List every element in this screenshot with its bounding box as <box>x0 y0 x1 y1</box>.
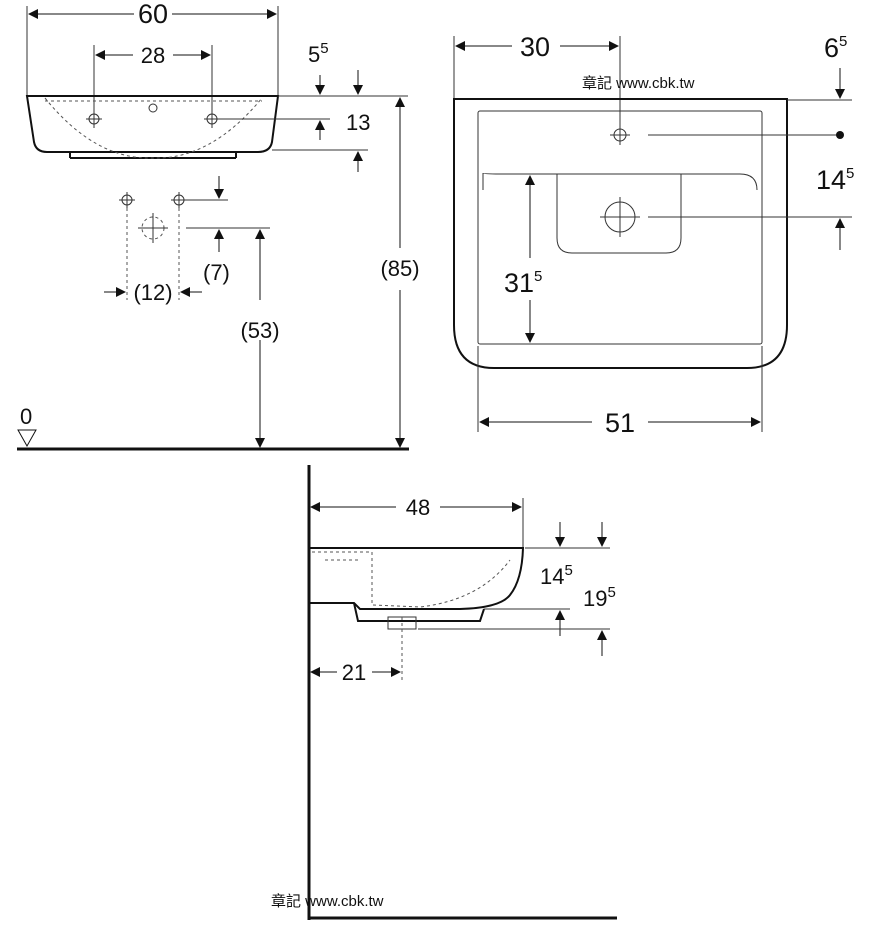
supply-left-icon <box>119 192 135 208</box>
dim-drain-to-wall: 21 <box>342 660 366 685</box>
waste-outlet-icon <box>138 213 168 243</box>
dim-tap-hole-depth: 13 <box>346 110 370 135</box>
side-view: 48 145 195 21 章記 www.cbk.tw <box>271 465 617 920</box>
watermark-bottom: 章記 www.cbk.tw <box>271 892 384 910</box>
dim-bowl-depth: 315 <box>504 268 542 298</box>
plan-tap-hole-icon <box>610 125 630 145</box>
dim-overall-width: 60 <box>138 0 168 29</box>
plan-view: 30 章記 www.cbk.tw 65 <box>453 32 854 438</box>
front-view: 60 28 55 <box>17 0 420 451</box>
dim-rim-offset: 65 <box>824 33 847 63</box>
dim-projection: 48 <box>406 495 430 520</box>
tap-hole-left-icon <box>86 111 102 127</box>
supply-right-icon <box>171 192 187 208</box>
floor-level-label: 0 <box>20 404 32 429</box>
dim-bowl-height: 145 <box>540 562 573 589</box>
dim-drain-offset: 145 <box>816 165 854 195</box>
dim-inner-width: 51 <box>605 408 635 438</box>
dim-total-height: 195 <box>583 584 616 611</box>
dim-supply-height: (53) <box>240 318 279 343</box>
dim-tap-hole-spacing: 28 <box>141 43 165 68</box>
floor-level-icon <box>17 429 37 448</box>
plan-drain-icon <box>600 197 640 237</box>
dim-tap-hole-offset: 30 <box>520 32 550 62</box>
dim-supply-offset: (7) <box>203 260 230 285</box>
dim-supply-spacing: (12) <box>133 280 172 305</box>
watermark-top: 章記 www.cbk.tw <box>582 74 695 92</box>
tap-hole-right-icon <box>204 111 220 127</box>
dim-top-offset: 55 <box>308 40 329 67</box>
dim-rim-height: (85) <box>380 256 419 281</box>
